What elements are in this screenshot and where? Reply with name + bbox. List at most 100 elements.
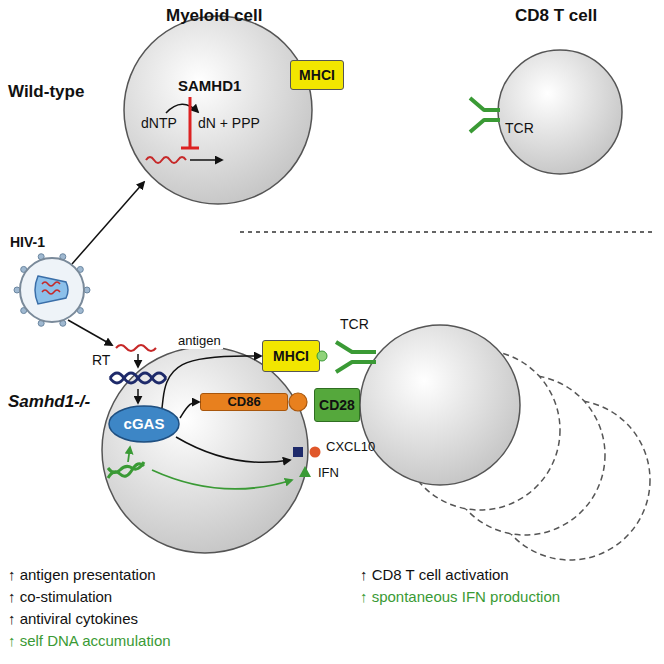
viral-dna	[110, 373, 166, 383]
text-slot: TCR	[505, 120, 534, 136]
node-text: MHCI	[299, 67, 335, 83]
effect-item: ↑ antiviral cytokines	[8, 610, 138, 627]
hiv-virion	[42, 290, 60, 294]
text-slot: MHCI	[273, 348, 309, 364]
infection-arrow	[68, 182, 144, 345]
hiv-virion	[42, 282, 60, 286]
dntp-hydrolysis	[181, 147, 199, 150]
t-cell	[360, 325, 520, 485]
edge-label: antigen	[176, 334, 223, 349]
text-slot: antigen	[176, 334, 223, 349]
node-outline	[124, 16, 312, 204]
infection-arrow	[68, 320, 112, 345]
cytokine-symbols	[293, 447, 321, 478]
row-heading: Wild-type	[8, 82, 84, 102]
text-slot: dNTP	[141, 115, 177, 131]
text-slot: RT	[92, 352, 110, 368]
dntp-hydrolysis	[166, 104, 198, 113]
text-slot: MHCI	[299, 67, 335, 83]
cytokine-symbols	[299, 466, 311, 477]
text-slot: ↑ spontaneous IFN production	[360, 588, 560, 605]
hiv-virion	[14, 254, 90, 327]
viral-rna	[137, 354, 139, 367]
cytokine-label: IFN	[318, 466, 339, 481]
receptor-label: TCR	[340, 316, 369, 332]
cytokine-symbols	[293, 447, 303, 457]
virus-label: HIV-1	[10, 234, 45, 250]
viral-rna	[116, 157, 222, 367]
costim-receptor: CD28	[314, 388, 360, 422]
node-outline	[123, 15, 313, 205]
node-text: MHCI	[273, 348, 309, 364]
text-slot: HIV-1	[10, 234, 45, 250]
effect-item: ↑ co-stimulation	[8, 588, 112, 605]
effect-item: ↑ spontaneous IFN production	[360, 588, 560, 605]
column-heading: CD8 T cell	[515, 6, 597, 26]
dntp-hydrolysis	[166, 97, 199, 148]
text-slot: cGAS	[124, 415, 165, 432]
text-slot: IFN	[318, 466, 339, 481]
viral-dna	[110, 373, 166, 383]
text-slot: dN + PPP	[198, 115, 260, 131]
dntp-hydrolysis	[189, 97, 192, 148]
mhc-molecule: MHCI	[290, 60, 344, 90]
text-slot: Wild-type	[8, 82, 84, 102]
text-slot: CD8 T cell	[515, 6, 597, 26]
arrow	[128, 447, 130, 462]
row-heading: Samhd1-/-	[8, 392, 90, 412]
cd86-head	[289, 393, 307, 411]
self-dna	[108, 462, 144, 478]
node-text: dNTP	[141, 115, 177, 131]
node-text: cGAS	[124, 415, 165, 432]
viral-dna	[110, 373, 166, 383]
text-slot: CD86	[227, 395, 260, 410]
text-slot: ↑ antiviral cytokines	[8, 610, 138, 627]
text-slot: SAMHD1	[178, 77, 241, 94]
node-text: CD28	[319, 397, 355, 413]
effect-item: ↑ CD8 T cell activation	[360, 566, 509, 583]
node-outline	[109, 406, 179, 442]
process-label: RT	[92, 352, 110, 368]
effect-item: ↑ self DNA accumulation	[8, 632, 171, 649]
t-cell	[498, 50, 622, 174]
tcr-symbol	[336, 362, 376, 372]
infection-arrow	[72, 182, 144, 264]
text-slot: ↑ self DNA accumulation	[8, 632, 171, 649]
effect-item: ↑ antigen presentation	[8, 566, 156, 583]
tcr-symbol	[336, 98, 500, 372]
receptor-label: TCR	[505, 120, 534, 136]
arrow	[176, 437, 290, 462]
text-slot: Myeloid cell	[166, 6, 262, 26]
tcr-symbol	[470, 98, 500, 110]
hiv-virion	[20, 258, 84, 322]
cytokine-label: CXCL10	[326, 440, 375, 455]
node-text: CD86	[227, 395, 260, 410]
self-dna	[108, 462, 144, 473]
viral-rna	[190, 159, 222, 161]
sensor-ellipse: cGAS	[108, 405, 180, 443]
node-text: dN + PPP	[198, 115, 260, 131]
tcr-symbol	[470, 120, 500, 132]
arrow	[152, 470, 292, 489]
cytokine-symbols	[310, 447, 321, 458]
costim-ligand: CD86	[200, 393, 288, 411]
viral-rna	[116, 345, 156, 351]
myeloid-cell	[102, 347, 308, 553]
myeloid-cell: SAMHD1 dNTP dN + PPP	[123, 15, 313, 205]
arrow	[137, 389, 139, 403]
tcr-symbol	[336, 342, 376, 352]
viral-rna	[146, 157, 186, 163]
text-slot: TCR	[340, 316, 369, 332]
hiv-virion	[35, 276, 68, 304]
node-text: SAMHD1	[178, 77, 241, 94]
mhc-molecule: MHCI	[262, 340, 320, 372]
hiv-virion	[14, 254, 90, 327]
text-slot: ↑ CD8 T cell activation	[360, 566, 509, 583]
divider-line	[240, 231, 655, 233]
